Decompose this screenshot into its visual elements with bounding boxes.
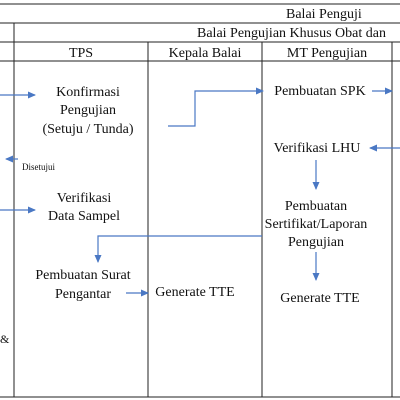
node-text-line: Data Sampel — [48, 209, 120, 224]
arrow-konfirmasi-to-spk — [168, 87, 264, 127]
node-generate-tte-mt: Generate TTE — [280, 291, 359, 306]
node-verifikasi-data-sampel: Verifikasi Data Sampel — [48, 191, 120, 224]
header-subgroup-title: Balai Pengujian Khusus Obat dan — [197, 26, 386, 41]
node-pembuatan-surat-pengantar: Pembuatan Surat Pengantar — [35, 268, 130, 302]
header-group-title: Balai Penguji — [286, 7, 362, 22]
node-text-line: Pembuatan Surat — [35, 268, 130, 283]
flow-arrows — [0, 87, 400, 297]
node-text-line: (Setuju / Tunda) — [42, 122, 133, 137]
node-text-line: Sertifikat/Laporan — [265, 217, 368, 232]
lane-header-kepala-balai: Kepala Balai — [169, 46, 242, 61]
node-text-line: Pengujian — [288, 235, 344, 250]
node-text-line: Pembuatan — [285, 199, 347, 214]
lane-header-tps: TPS — [69, 46, 93, 61]
node-konfirmasi-pengujian: Konfirmasi Pengujian (Setuju / Tunda) — [42, 85, 133, 137]
node-pembuatan-sertifikat: Pembuatan Sertifikat/Laporan Pengujian — [265, 199, 368, 250]
left-fragment-text: & — [0, 332, 10, 346]
node-text-line: Pengujian — [60, 103, 116, 118]
node-text-line: Konfirmasi — [56, 85, 120, 100]
lane-header-mt-pengujian: MT Pengujian — [287, 46, 367, 61]
node-pembuatan-spk: Pembuatan SPK — [274, 84, 365, 99]
node-text-line: Verifikasi — [57, 191, 112, 206]
node-text-line: Pengantar — [55, 287, 111, 302]
node-verifikasi-lhu: Verifikasi LHU — [274, 141, 361, 156]
arrow-sertifikat-to-surat — [94, 235, 262, 263]
disetujui-label: Disetujui — [22, 162, 55, 172]
node-generate-tte-kepala: Generate TTE — [155, 285, 234, 300]
